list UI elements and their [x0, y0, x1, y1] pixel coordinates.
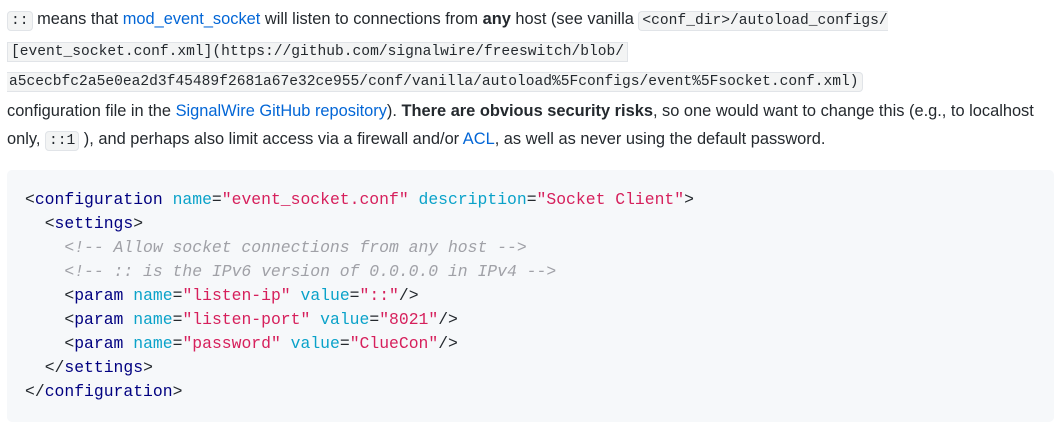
code-attr-name: value — [300, 286, 350, 305]
code-punct: </ — [44, 358, 65, 377]
code-punct: > — [172, 382, 183, 401]
code-punct: < — [44, 214, 55, 233]
code-line: <param name="password" value="ClueCon"/> — [25, 334, 458, 353]
inline-code-config-path-end: a5cecbfc2a5e0ea2d3f45489f2681a67e32ce955… — [7, 72, 863, 93]
code-attr-name: description — [418, 190, 527, 209]
code-attr-value: "ClueCon" — [349, 334, 439, 353]
code-punct: = — [349, 286, 360, 305]
code-punct: > — [133, 214, 144, 233]
code-punct: </ — [25, 382, 45, 401]
code-punct: = — [369, 310, 380, 329]
code-attr-value: "8021" — [379, 310, 439, 329]
code-punct: < — [25, 190, 35, 209]
description-paragraph: :: means that mod_event_socket will list… — [7, 0, 1057, 156]
xml-code-block: <configuration name="event_socket.conf" … — [7, 170, 1054, 422]
code-content: <configuration name="event_socket.conf" … — [25, 188, 1054, 404]
code-comment: <!-- Allow socket connections from any h… — [64, 238, 527, 257]
code-attr-name: name — [133, 310, 173, 329]
code-comment: <!-- :: is the IPv6 version of 0.0.0.0 i… — [64, 262, 557, 281]
code-attr-value: "listen-ip" — [182, 286, 291, 305]
code-tag-name: param — [74, 310, 124, 329]
code-punct: = — [339, 334, 350, 353]
code-tag-name: param — [74, 286, 124, 305]
code-tag-name: configuration — [34, 190, 163, 209]
code-attr-name: value — [320, 310, 370, 329]
link-acl[interactable]: ACL — [462, 130, 495, 149]
bold-security-risks: There are obvious security risks — [401, 101, 653, 120]
code-punct: > — [143, 358, 153, 377]
code-punct: = — [172, 310, 183, 329]
code-attr-value: "event_socket.conf" — [221, 190, 409, 209]
code-attr-value: "Socket Client" — [536, 190, 685, 209]
link-mod-event-socket[interactable]: mod_event_socket — [122, 10, 261, 28]
inline-code-config-path-cont: [event_socket.conf.xml](https://github.c… — [7, 41, 629, 62]
code-line: <configuration name="event_socket.conf" … — [25, 190, 694, 209]
code-tag-name: param — [74, 334, 124, 353]
code-punct: > — [684, 190, 694, 209]
code-punct: /> — [438, 310, 458, 329]
code-attr-name: value — [290, 334, 340, 353]
code-punct: < — [64, 310, 75, 329]
code-punct: = — [172, 286, 183, 305]
code-punct: /> — [438, 334, 458, 353]
text-fragment: ). — [386, 101, 402, 120]
text-fragment: means that — [32, 10, 123, 28]
text-fragment: will listen to connections from — [260, 10, 483, 28]
inline-code-ipv6-localhost: ::1 — [44, 131, 80, 152]
inline-code-config-path: <conf_dir>/autoload_configs/ — [638, 11, 888, 31]
code-punct: /> — [398, 286, 419, 305]
bold-any: any — [482, 10, 511, 28]
code-punct: = — [211, 190, 222, 209]
code-punct: < — [64, 286, 75, 305]
code-line: <settings> — [25, 214, 143, 233]
article-body: :: means that mod_event_socket will list… — [7, 0, 1057, 156]
code-line: <param name="listen-port" value="8021"/> — [25, 310, 458, 329]
text-fragment: , as well as never using the default pas… — [494, 130, 826, 149]
code-line: </configuration> — [25, 382, 182, 401]
link-signalwire-repo[interactable]: SignalWire GitHub repository — [175, 101, 387, 120]
code-tag-name: settings — [54, 214, 134, 233]
code-tag-name: configuration — [44, 382, 173, 401]
code-punct: = — [526, 190, 537, 209]
code-attr-name: name — [133, 334, 173, 353]
code-line: </settings> — [25, 358, 153, 377]
code-tag-name: settings — [64, 358, 144, 377]
inline-code-colons: :: — [7, 11, 33, 31]
code-attr-value: "listen-port" — [182, 310, 311, 329]
code-punct: = — [172, 334, 183, 353]
text-fragment: host (see vanilla — [510, 10, 639, 28]
code-punct: < — [64, 334, 75, 353]
code-line: <!-- Allow socket connections from any h… — [25, 238, 527, 257]
text-fragment: , so one would want to change this (e.g.… — [7, 101, 1034, 149]
code-attr-value: "password" — [182, 334, 281, 353]
code-attr-value: "::" — [359, 286, 399, 305]
code-attr-name: name — [133, 286, 173, 305]
text-fragment: ), and perhaps also limit access via a f… — [79, 130, 463, 149]
text-fragment: configuration file in the — [7, 101, 176, 120]
code-attr-name: name — [172, 190, 212, 209]
code-line: <!-- :: is the IPv6 version of 0.0.0.0 i… — [25, 262, 556, 281]
code-line: <param name="listen-ip" value="::"/> — [25, 286, 419, 305]
